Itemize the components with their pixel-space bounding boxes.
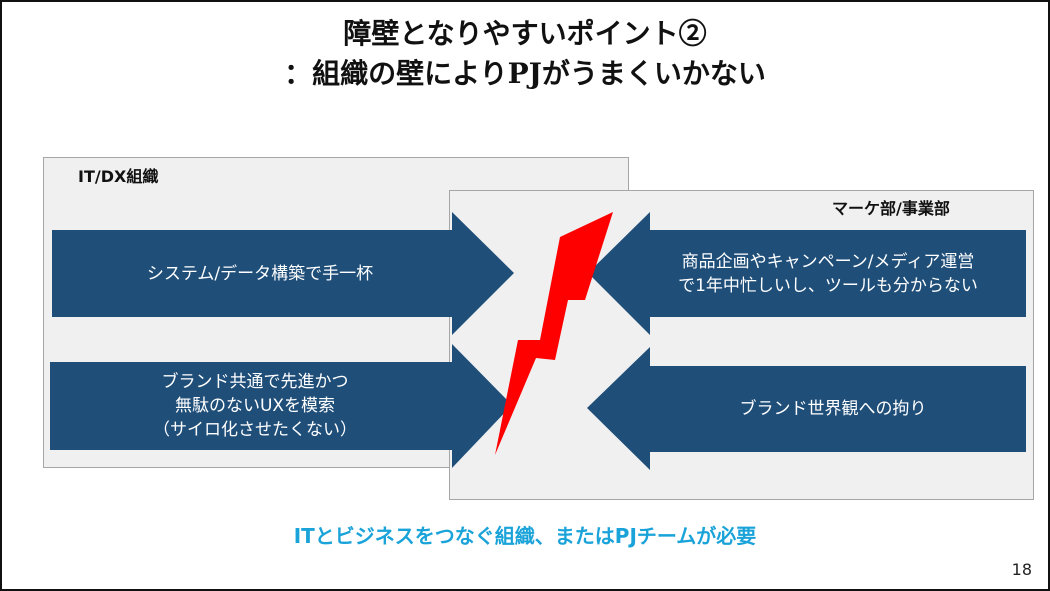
marketing-dept-label: マーケ部/事業部 xyxy=(832,199,950,218)
slide-title: 障壁となりやすいポイント② ：組織の壁によりPJがうまくいかない xyxy=(0,14,1050,94)
mk-top-arrow-text: 商品企画やキャンペーン/メディア運営 で1年中忙しいし、ツールも分からない xyxy=(630,230,1026,318)
mk-bottom-arrow-text: ブランド世界観への拘り xyxy=(640,366,1026,452)
it-dx-org-label: IT/DX組織 xyxy=(78,167,159,186)
it-bottom-arrow-text: ブランド共通で先進かつ 無駄のないUXを模索 （サイロ化させたくない） xyxy=(60,362,450,450)
title-line-1: 障壁となりやすいポイント② xyxy=(343,17,707,50)
mk-top-text-1: 商品企画やキャンペーン/メディア運営 xyxy=(681,252,975,272)
it-top-text: システム/データ構築で手一杯 xyxy=(146,264,374,284)
it-top-arrow-text: システム/データ構築で手一杯 xyxy=(60,230,460,318)
title-line-2: ：組織の壁によりPJがうまくいかない xyxy=(284,57,766,90)
page-number: 18 xyxy=(1011,560,1032,579)
it-bottom-text-2: 無駄のないUXを模索 xyxy=(174,396,336,416)
mk-top-arrow xyxy=(588,212,1026,335)
conclusion-message: ITとビジネスをつなぐ組織、またはPJチームが必要 xyxy=(293,524,757,548)
it-bottom-text-3: （サイロ化させたくない） xyxy=(153,420,357,440)
it-top-arrow xyxy=(52,212,514,335)
lightning-bolt-icon xyxy=(495,212,613,455)
it-bottom-text-1: ブランド共通で先進かつ xyxy=(161,372,349,392)
mk-bottom-text: ブランド世界観への拘り xyxy=(739,399,927,419)
it-bottom-arrow xyxy=(50,344,512,468)
mk-bottom-arrow xyxy=(587,347,1026,470)
mk-top-text-2: で1年中忙しいし、ツールも分からない xyxy=(678,276,978,296)
